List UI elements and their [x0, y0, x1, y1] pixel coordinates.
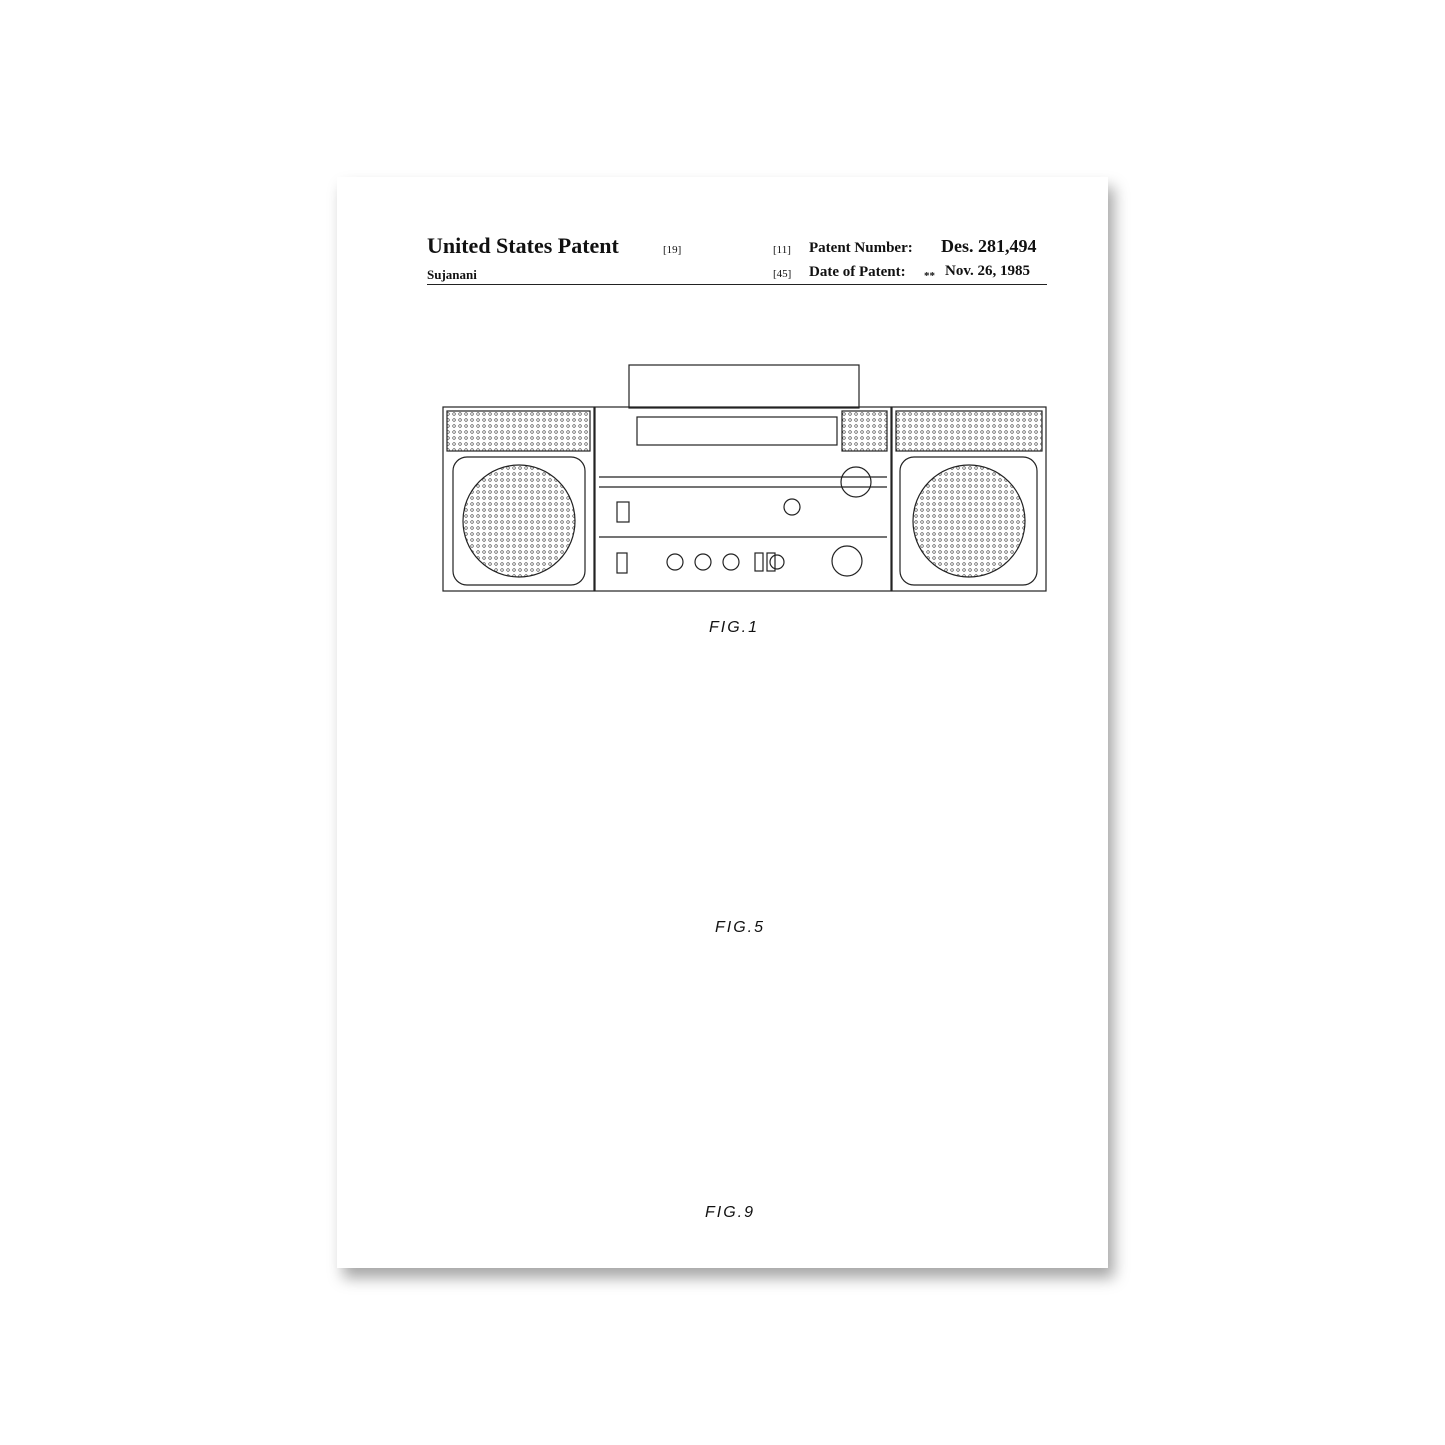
- patent-date: Nov. 26, 1985: [945, 263, 1031, 279]
- title-ref: [19]: [663, 244, 682, 256]
- patent-title: United States Patent: [427, 233, 619, 258]
- date-ref: [45]: [773, 268, 792, 280]
- patent-number-label: Patent Number:: [809, 240, 913, 256]
- fig1-drawing: [442, 364, 1047, 592]
- boombox-drawings: [442, 364, 1047, 592]
- figure-label-5: FIG.5: [715, 919, 766, 936]
- figure-label-1: FIG.1: [709, 619, 760, 636]
- date-marker: **: [924, 270, 935, 282]
- number-ref: [11]: [773, 244, 791, 256]
- patent-number: Des. 281,494: [941, 236, 1037, 256]
- date-label: Date of Patent:: [809, 264, 906, 280]
- figure-label-9: FIG.9: [705, 1204, 756, 1221]
- header-rule: [427, 284, 1047, 285]
- patent-poster: United States Patent [19] Sujanani [11] …: [337, 177, 1108, 1268]
- inventor: Sujanani: [427, 267, 477, 282]
